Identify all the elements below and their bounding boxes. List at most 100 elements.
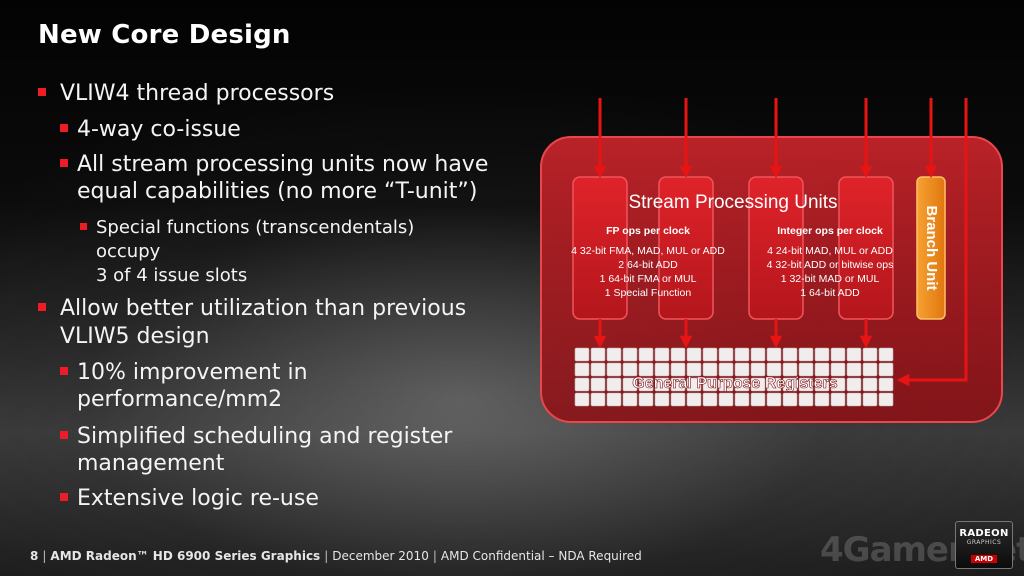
register-cell	[574, 377, 590, 392]
gpr-label: General Purpose Registers	[632, 375, 838, 392]
register-cell	[718, 392, 734, 407]
register-cell	[670, 347, 686, 362]
register-cell	[814, 392, 830, 407]
register-cell	[622, 377, 638, 392]
register-cell	[766, 347, 782, 362]
register-cell	[734, 377, 750, 392]
register-cell	[686, 392, 702, 407]
register-cell	[830, 347, 846, 362]
footer-date: December 2010	[332, 549, 429, 563]
register-cell	[878, 347, 894, 362]
register-cell	[862, 347, 878, 362]
register-cell	[702, 347, 718, 362]
register-cell	[606, 377, 622, 392]
register-cell	[734, 362, 750, 377]
register-cell	[622, 392, 638, 407]
register-cell	[654, 362, 670, 377]
bullet-marker-icon	[38, 88, 46, 96]
register-cell	[702, 362, 718, 377]
bullet-marker-icon	[60, 493, 68, 501]
register-cell	[606, 347, 622, 362]
radeon-logo: RADEON GRAPHICS AMD	[955, 521, 1013, 569]
register-cell	[686, 347, 702, 362]
register-cell	[702, 392, 718, 407]
register-cell	[670, 392, 686, 407]
register-cell	[846, 392, 862, 407]
register-cell	[686, 377, 702, 392]
register-cell	[766, 392, 782, 407]
register-cell	[590, 392, 606, 407]
bullet-text: Simplified scheduling and register manag…	[77, 424, 453, 476]
register-cell	[574, 347, 590, 362]
register-cell	[622, 362, 638, 377]
fp-line: 1 64-bit FMA or MUL	[600, 273, 697, 285]
register-cell	[862, 362, 878, 377]
slide-title: New Core Design	[38, 20, 291, 50]
register-cell	[606, 392, 622, 407]
branch-unit-label: Branch Unit	[923, 205, 940, 290]
bullet-item: 4-way co-issue	[60, 116, 241, 143]
register-cell	[718, 377, 734, 392]
register-cell	[846, 347, 862, 362]
register-cell	[734, 347, 750, 362]
register-cell	[718, 347, 734, 362]
register-cell	[750, 392, 766, 407]
register-cell	[798, 392, 814, 407]
bullet-marker-icon	[60, 124, 68, 132]
bullet-marker-icon	[80, 223, 87, 230]
bullet-text: Special functions (transcendentals) occu…	[96, 217, 415, 286]
bullet-text: Extensive logic re-use	[77, 486, 319, 511]
int-line: 4 32-bit ADD or bitwise ops	[767, 259, 894, 271]
spu-title: Stream Processing Units	[628, 192, 837, 213]
register-cell	[878, 392, 894, 407]
footer: 8|AMD Radeon™ HD 6900 Series Graphics|De…	[30, 549, 642, 563]
int-line: 1 64-bit ADD	[800, 287, 860, 299]
logo-line3: AMD	[970, 555, 998, 563]
register-cell	[782, 377, 798, 392]
register-cell	[590, 362, 606, 377]
register-cell	[750, 362, 766, 377]
register-cell	[606, 362, 622, 377]
register-cell	[862, 392, 878, 407]
int-line: 4 24-bit MAD, MUL or ADD	[767, 245, 893, 257]
logo-line1: RADEON	[959, 528, 1009, 539]
register-cell	[590, 377, 606, 392]
bullet-marker-icon	[60, 159, 68, 167]
bullet-item: Special functions (transcendentals) occu…	[80, 216, 414, 288]
bullet-item: Simplified scheduling and register manag…	[60, 423, 452, 477]
register-cell	[766, 377, 782, 392]
bullet-item: VLIW4 thread processors	[38, 80, 334, 108]
register-cell	[734, 392, 750, 407]
bullet-item: Allow better utilization than previous V…	[38, 295, 466, 351]
logo-line2: GRAPHICS	[966, 539, 1002, 546]
register-cell	[750, 347, 766, 362]
register-cell	[654, 377, 670, 392]
register-cell	[782, 392, 798, 407]
register-cell	[814, 347, 830, 362]
register-cell	[846, 362, 862, 377]
fp-header: FP ops per clock	[606, 225, 690, 237]
register-cell	[798, 362, 814, 377]
bullet-item: All stream processing units now have equ…	[60, 151, 488, 205]
footer-product: AMD Radeon™ HD 6900 Series Graphics	[50, 549, 321, 563]
page-number: 8	[30, 549, 39, 563]
register-cell	[718, 362, 734, 377]
register-cell	[750, 377, 766, 392]
register-cell	[814, 377, 830, 392]
register-cell	[670, 362, 686, 377]
register-cell	[702, 377, 718, 392]
register-cell	[670, 377, 686, 392]
bullet-item: Extensive logic re-use	[60, 485, 319, 512]
register-cell	[830, 377, 846, 392]
int-line: 1 32-bit MAD or MUL	[781, 273, 880, 285]
bullet-item: 10% improvement in performance/mm2	[60, 359, 308, 413]
fp-line: 1 Special Function	[605, 287, 692, 299]
bullet-marker-icon	[60, 367, 68, 375]
register-cell	[814, 362, 830, 377]
register-cell	[574, 362, 590, 377]
fp-line: 4 32-bit FMA, MAD, MUL or ADD	[571, 245, 725, 257]
bullet-marker-icon	[60, 431, 68, 439]
register-cell	[638, 362, 654, 377]
register-cell	[878, 377, 894, 392]
